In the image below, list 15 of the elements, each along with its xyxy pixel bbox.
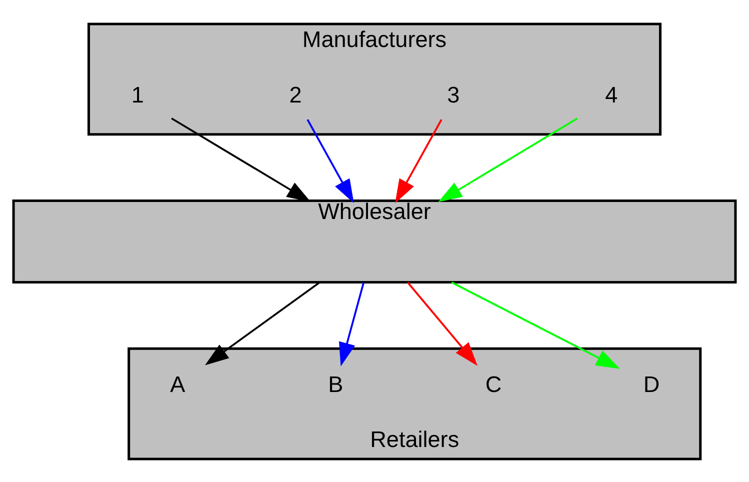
arrow <box>451 281 620 368</box>
node-text: C <box>485 371 502 396</box>
node-text: 1 <box>131 82 144 107</box>
arrow <box>338 282 365 366</box>
node-text: B <box>328 371 344 396</box>
node-text: 2 <box>289 82 302 107</box>
node-text: 3 <box>447 82 460 107</box>
arrow <box>171 117 311 202</box>
node-box: Wholesaler <box>12 199 737 283</box>
node-text: 4 <box>605 82 618 107</box>
node-text: D <box>643 371 660 396</box>
arrow <box>406 281 478 366</box>
node-text: A <box>170 371 186 396</box>
arrow <box>438 117 578 202</box>
arrow <box>204 281 320 365</box>
